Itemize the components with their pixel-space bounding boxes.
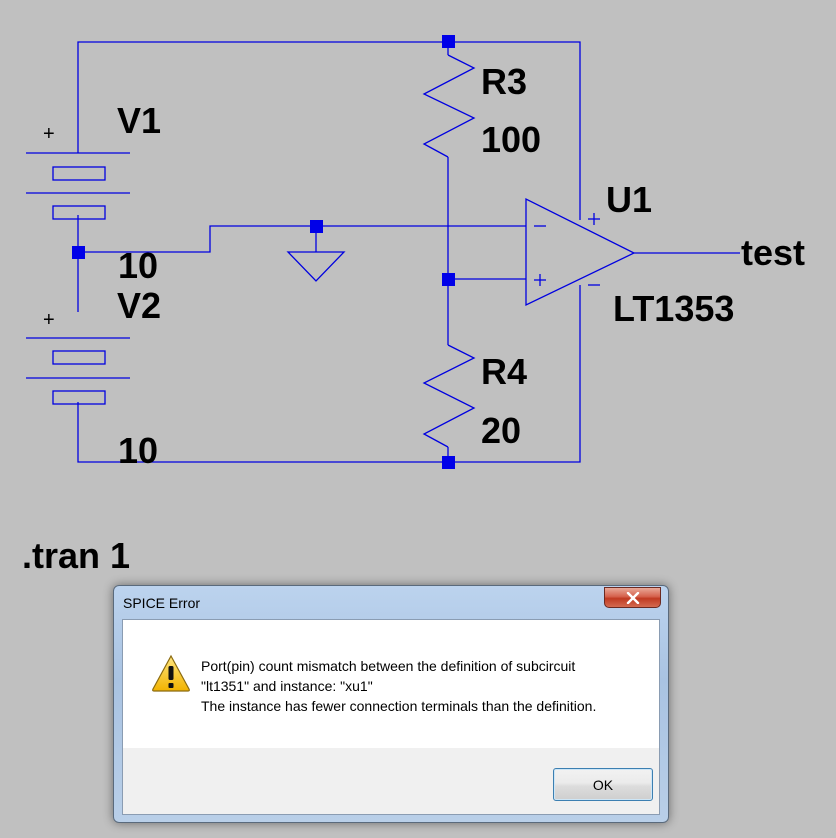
error-message-line-3: The instance has fewer connection termin… <box>201 698 597 714</box>
v2-name-label[interactable]: V2 <box>117 285 161 326</box>
junction-bottom <box>442 456 455 469</box>
v1-value-label[interactable]: 10 <box>118 245 158 286</box>
dialog-close-button[interactable] <box>604 587 661 608</box>
error-message-line-1: Port(pin) count mismatch between the def… <box>201 658 576 674</box>
voltage-source-v1[interactable]: + <box>26 123 130 220</box>
ok-button[interactable]: OK <box>553 768 653 801</box>
error-message: Port(pin) count mismatch between the def… <box>201 656 651 716</box>
junction-ground <box>310 220 323 233</box>
resistor-r3[interactable] <box>422 54 476 158</box>
voltage-source-v2[interactable]: + <box>26 309 130 405</box>
warning-icon <box>152 654 190 692</box>
r4-name-label[interactable]: R4 <box>481 351 527 392</box>
resistor-r4[interactable] <box>422 344 476 448</box>
error-message-line-2: "lt1351" and instance: "xu1" <box>201 678 373 694</box>
wires <box>77 41 740 463</box>
opamp-u1[interactable] <box>525 197 636 307</box>
junction-v-midpoint <box>72 246 85 259</box>
v2-value-label[interactable]: 10 <box>118 430 158 471</box>
dialog-footer: OK <box>123 748 659 814</box>
v2-plus-sign: + <box>43 309 55 331</box>
close-icon <box>626 591 639 604</box>
ground-symbol[interactable] <box>286 251 346 282</box>
r3-name-label[interactable]: R3 <box>481 61 527 102</box>
spice-directive[interactable]: .tran 1 <box>22 535 130 576</box>
r3-value-label[interactable]: 100 <box>481 119 541 160</box>
u1-model-label[interactable]: LT1353 <box>613 288 734 329</box>
r4-value-label[interactable]: 20 <box>481 410 521 451</box>
junction-divider <box>442 273 455 286</box>
v1-plus-sign: + <box>43 123 55 145</box>
junction-top <box>442 35 455 48</box>
net-label-test[interactable]: test <box>741 232 805 273</box>
dialog-title: SPICE Error <box>123 595 201 611</box>
spice-error-dialog: SPICE Error Port(pin) count mismatch bet… <box>113 585 669 823</box>
u1-name-label[interactable]: U1 <box>606 179 652 220</box>
dialog-body: Port(pin) count mismatch between the def… <box>122 619 660 815</box>
v1-name-label[interactable]: V1 <box>117 100 161 141</box>
